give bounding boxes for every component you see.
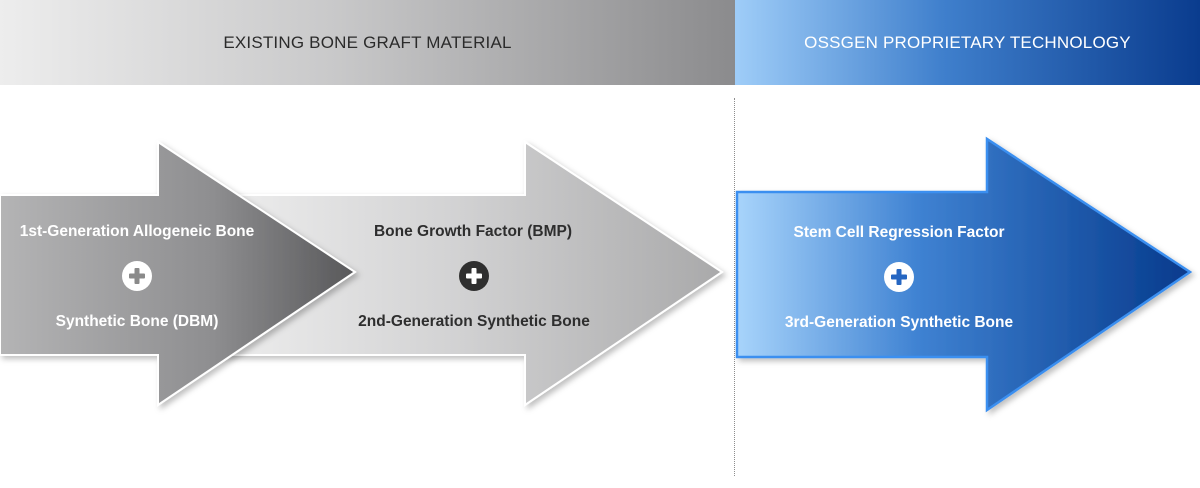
ossgen-technology-title: OSSGEN PROPRIETARY TECHNOLOGY <box>804 32 1131 52</box>
plus-circle-icon <box>884 262 914 292</box>
existing-material-header: EXISTING BONE GRAFT MATERIAL <box>0 0 735 85</box>
stage-2-top-label: Bone Growth Factor (BMP) <box>373 223 573 240</box>
stage-1-arrow <box>0 140 357 407</box>
stage-3-top-label: Stem Cell Regression Factor <box>793 224 1005 241</box>
section-divider <box>734 98 735 476</box>
stage-1-bottom-label: Synthetic Bone (DBM) <box>55 313 219 330</box>
stage-2-arrow <box>189 140 724 407</box>
plus-circle-icon <box>122 261 152 291</box>
stage-1-top-label: 1st-Generation Allogeneic Bone <box>19 223 255 240</box>
stage-3-bottom-label: 3rd-Generation Synthetic Bone <box>784 314 1014 331</box>
stage-2-bottom-label: 2nd-Generation Synthetic Bone <box>358 313 590 330</box>
ossgen-technology-header: OSSGEN PROPRIETARY TECHNOLOGY <box>735 0 1200 85</box>
stage-3-arrow <box>735 136 1193 413</box>
existing-material-title: EXISTING BONE GRAFT MATERIAL <box>223 32 512 52</box>
plus-circle-icon <box>459 261 489 291</box>
